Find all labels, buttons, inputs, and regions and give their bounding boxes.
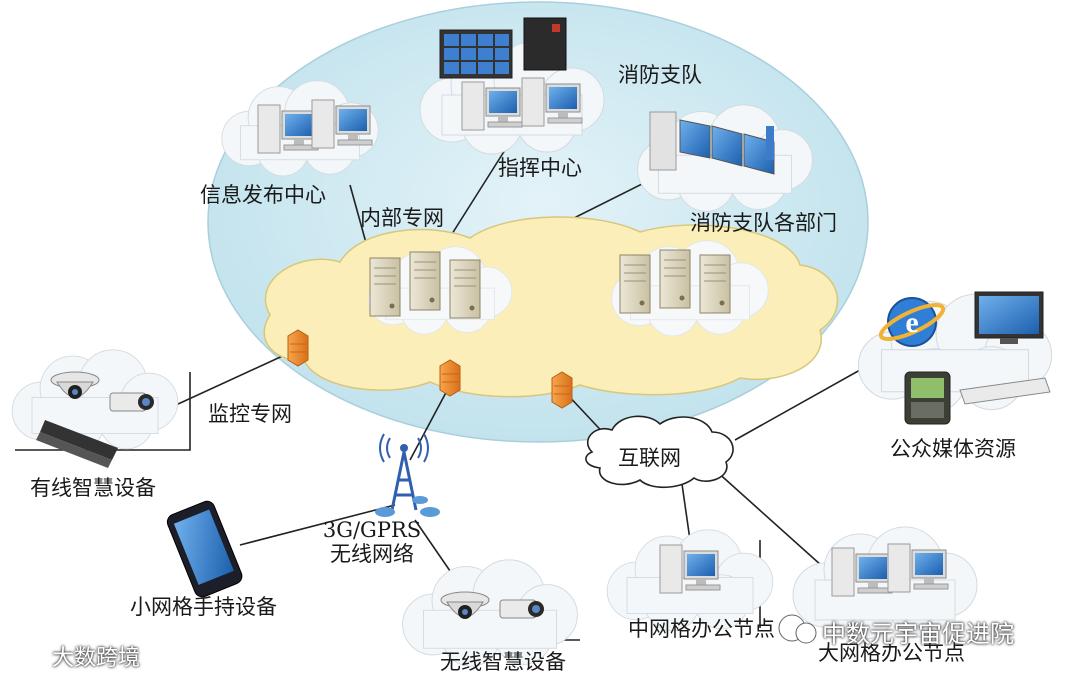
handheld-device-node[interactable] [165,499,244,599]
svg-text:e: e [905,306,918,339]
monitoring-network-label: 监控专网 [208,402,292,426]
info-center-label: 信息发布中心 [200,183,326,207]
keyboard-icon [959,377,1051,405]
large-grid-office-label: 大网格办公节点 [818,641,965,665]
public-media-node[interactable]: e [857,291,1053,425]
wired-devices-label: 有线智慧设备 [30,476,156,500]
internal-network-label: 内部专网 [360,206,444,230]
line-wireless-tower [409,384,451,461]
wireless-network-label: 3G/GPRS 无线网络 [322,518,422,566]
watermark-logo-icon [11,645,45,664]
watermark-right: 中数元宇宙促进院 [822,620,1014,648]
firewall-wireless-icon [439,359,461,397]
medium-grid-office-label: 中网格办公节点 [628,617,775,641]
line-info-center [349,184,369,251]
wireless-network-label-line2: 无线网络 [330,542,414,567]
command-center-label: 指挥中心 [498,156,582,180]
browser-globe-icon: e [878,297,946,347]
wechat-logo-icon [778,614,817,644]
handheld-terminal-icon [904,371,951,425]
public-media-label: 公众媒体资源 [890,437,1016,461]
firewall-internet-icon [551,371,573,409]
internet-cloud[interactable] [585,415,734,489]
command-center-node[interactable] [419,17,605,155]
wireless-network-label-line1: 3G/GPRS [322,518,422,542]
monitor-icon [974,291,1044,344]
medium-grid-office-node[interactable] [606,529,774,632]
internal-network-cloud [263,216,839,398]
wireless-devices-label: 无线智慧设备 [440,650,566,674]
line-command-center [444,149,506,246]
wireless-tower-icon [375,433,440,517]
wired-devices-node[interactable] [11,349,179,468]
firewall-monitoring-icon [287,329,309,367]
line-handheld [239,504,396,546]
brigade-departments-node[interactable] [637,104,813,212]
watermark-left: 大数跨境 [52,646,141,671]
handheld-devices-label: 小网格手持设备 [130,595,277,619]
line-public-media [734,369,861,441]
internet-label: 互联网 [618,446,681,470]
fire-brigade-label: 消防支队 [618,63,702,87]
brigade-departments-label: 消防支队各部门 [690,211,837,235]
line-monitoring [164,347,301,411]
network-switch-icon [36,420,118,468]
